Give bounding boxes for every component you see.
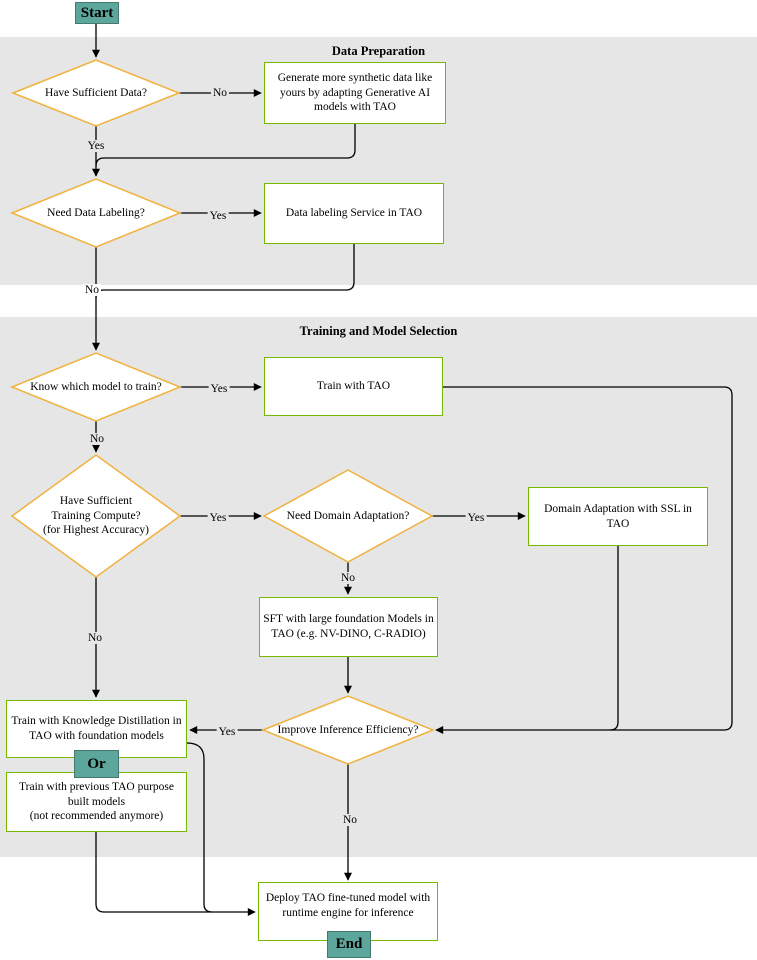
start-node: Start bbox=[75, 2, 119, 24]
process-train-with-tao: Train with TAO bbox=[264, 357, 443, 416]
process-domain-adaptation-ssl: Domain Adaptation with SSL in TAO bbox=[528, 487, 708, 546]
edge-label-sufficient-data-yes: Yes bbox=[85, 140, 107, 152]
section-title-data-preparation: Data Preparation bbox=[331, 44, 426, 58]
edge-train-tao-to-efficiency bbox=[435, 386, 733, 734]
edge-label-efficiency-yes: Yes bbox=[216, 726, 238, 738]
edge-label-compute-no: No bbox=[85, 632, 105, 644]
edge-labeling-service-return bbox=[95, 244, 355, 299]
edge-label-domain-adaptation-yes: Yes bbox=[465, 512, 487, 524]
edge-distillation-to-deploy bbox=[186, 742, 213, 913]
edge-label-know-model-no: No bbox=[87, 433, 107, 445]
edge-label-efficiency-no: No bbox=[340, 814, 360, 826]
decision-improve-inference-efficiency bbox=[260, 695, 436, 765]
section-title-training-model-selection: Training and Model Selection bbox=[299, 324, 458, 338]
edge-label-domain-adaptation-no: No bbox=[338, 572, 358, 584]
edge-synthetic-data-return bbox=[95, 124, 356, 167]
edge-label-need-labeling-yes: Yes bbox=[207, 210, 229, 222]
edge-label-compute-yes: Yes bbox=[207, 512, 229, 524]
process-generate-synthetic-data: Generate more synthetic data like yours … bbox=[264, 62, 446, 124]
edge-previous-models-to-deploy bbox=[95, 832, 256, 916]
edge-label-need-labeling-no: No bbox=[82, 284, 102, 296]
decision-know-which-model-to-train bbox=[10, 352, 182, 422]
edge-domain-adaptation-ssl-merge bbox=[609, 546, 619, 731]
process-data-labeling-service: Data labeling Service in TAO bbox=[264, 183, 444, 244]
edge-label-know-model-yes: Yes bbox=[208, 383, 230, 395]
decision-need-data-labeling bbox=[10, 178, 182, 248]
decision-have-sufficient-training-compute bbox=[10, 454, 182, 578]
edge-label-sufficient-data-no: No bbox=[210, 87, 230, 99]
process-train-previous-tao-models: Train with previous TAO purpose built mo… bbox=[6, 772, 187, 832]
end-node: End bbox=[327, 931, 371, 958]
decision-need-domain-adaptation bbox=[262, 469, 434, 563]
or-node: Or bbox=[74, 750, 119, 778]
decision-have-sufficient-data bbox=[10, 59, 182, 127]
process-sft-foundation-models: SFT with large foundation Models in TAO … bbox=[259, 597, 438, 657]
process-train-knowledge-distillation: Train with Knowledge Distillation in TAO… bbox=[6, 700, 187, 758]
